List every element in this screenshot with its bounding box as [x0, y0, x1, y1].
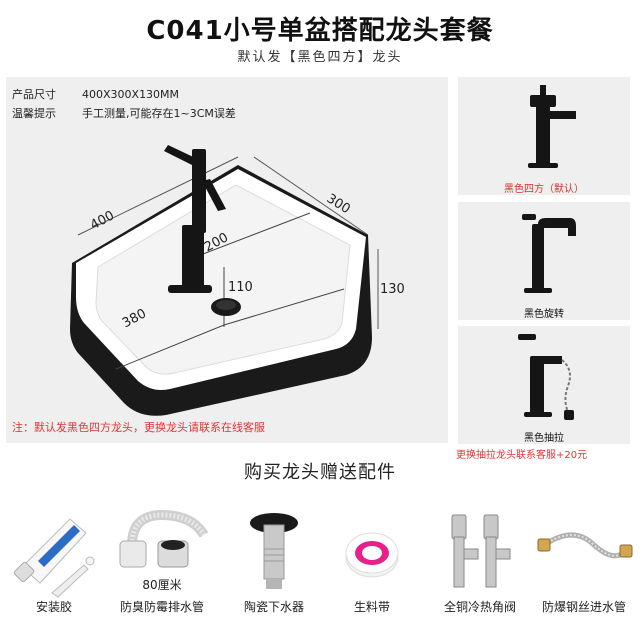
spec-size-value: 400X300X130MM — [82, 88, 180, 101]
product-main-panel: 产品尺寸 400X300X130MM 温馨提示 手工测量,可能存在1~3CM误差 — [6, 77, 448, 443]
spec-tip-value: 手工测量,可能存在1~3CM误差 — [82, 107, 236, 120]
dim-label-130: 130 — [380, 282, 405, 297]
accessory-glue: 安装胶 — [4, 505, 104, 635]
accessory-label-tape: 生料带 — [353, 600, 390, 614]
accessory-steel-hose: 防爆钢丝进水管 — [534, 505, 634, 635]
dim-label-110: 110 — [228, 280, 253, 295]
faucet-label-pullout: 黑色抽拉 — [524, 433, 564, 444]
drain-pipe-icon — [119, 509, 209, 568]
faucet-on-basin — [164, 145, 226, 293]
accessory-angle-valve: 全铜冷热角阀 — [430, 505, 530, 635]
spec-tip-key: 温馨提示 — [12, 107, 56, 120]
dim-line-200 — [189, 212, 311, 260]
dim-label-300: 300 — [324, 191, 353, 217]
default-faucet-note: 注：默认发黑色四方龙头，更换龙头请联系在线客服 — [12, 421, 265, 434]
accessory-label-drain: 陶瓷下水器 — [243, 600, 304, 614]
dim-line-380 — [115, 324, 225, 370]
accessory-label-pipe: 防臭防霉排水管 — [119, 600, 204, 614]
steel-hose-icon — [537, 532, 633, 559]
faucet-upgrade-note: 更换抽拉龙头联系客服+20元 — [456, 450, 588, 461]
rotate-faucet-image — [522, 214, 576, 293]
ptfe-tape-icon — [345, 532, 399, 578]
accessory-label-hose: 防爆钢丝进水管 — [541, 600, 626, 614]
spec-tip: 温馨提示 手工测量,可能存在1~3CM误差 — [12, 105, 236, 121]
accessory-ptfe-tape: 生料带 — [322, 505, 422, 635]
accessory-drain-pipe: 80厘米 防臭防霉排水管 — [112, 505, 212, 635]
faucet-option-pullout[interactable]: 黑色抽拉 — [458, 326, 630, 444]
dim-line-400 — [77, 156, 239, 236]
page-subtitle: 默认发【黑色四方】龙头 — [237, 50, 403, 65]
accessories-section-title: 购买龙头赠送配件 — [244, 462, 396, 483]
spec-size-key: 产品尺寸 — [12, 88, 56, 101]
faucet-label-square: 黑色四方（默认） — [504, 184, 584, 195]
pullout-faucet-image — [518, 334, 574, 420]
page-title: C041小号单盆搭配龙头套餐 — [146, 16, 494, 46]
spec-size: 产品尺寸 400X300X130MM — [12, 86, 179, 102]
ceramic-drain-icon — [250, 513, 298, 589]
dim-label-400: 400 — [88, 208, 117, 233]
angle-valve-icon — [451, 514, 511, 588]
accessory-label-valve: 全铜冷热角阀 — [443, 600, 516, 614]
square-faucet-image — [528, 85, 576, 168]
accessory-ceramic-drain: 陶瓷下水器 — [224, 505, 324, 635]
basin-bowl — [95, 184, 351, 375]
faucet-label-rotate: 黑色旋转 — [524, 309, 564, 320]
basin-illustration: 400 300 200 380 110 130 — [70, 145, 405, 416]
faucet-option-rotate[interactable]: 黑色旋转 — [458, 202, 630, 320]
faucet-option-square[interactable]: 黑色四方（默认） — [458, 77, 630, 195]
accessory-label-glue: 安装胶 — [35, 600, 72, 614]
glue-tube-icon — [13, 518, 95, 598]
accessory-sublabel-pipe: 80厘米 — [142, 578, 182, 592]
dim-line-300 — [253, 156, 369, 236]
